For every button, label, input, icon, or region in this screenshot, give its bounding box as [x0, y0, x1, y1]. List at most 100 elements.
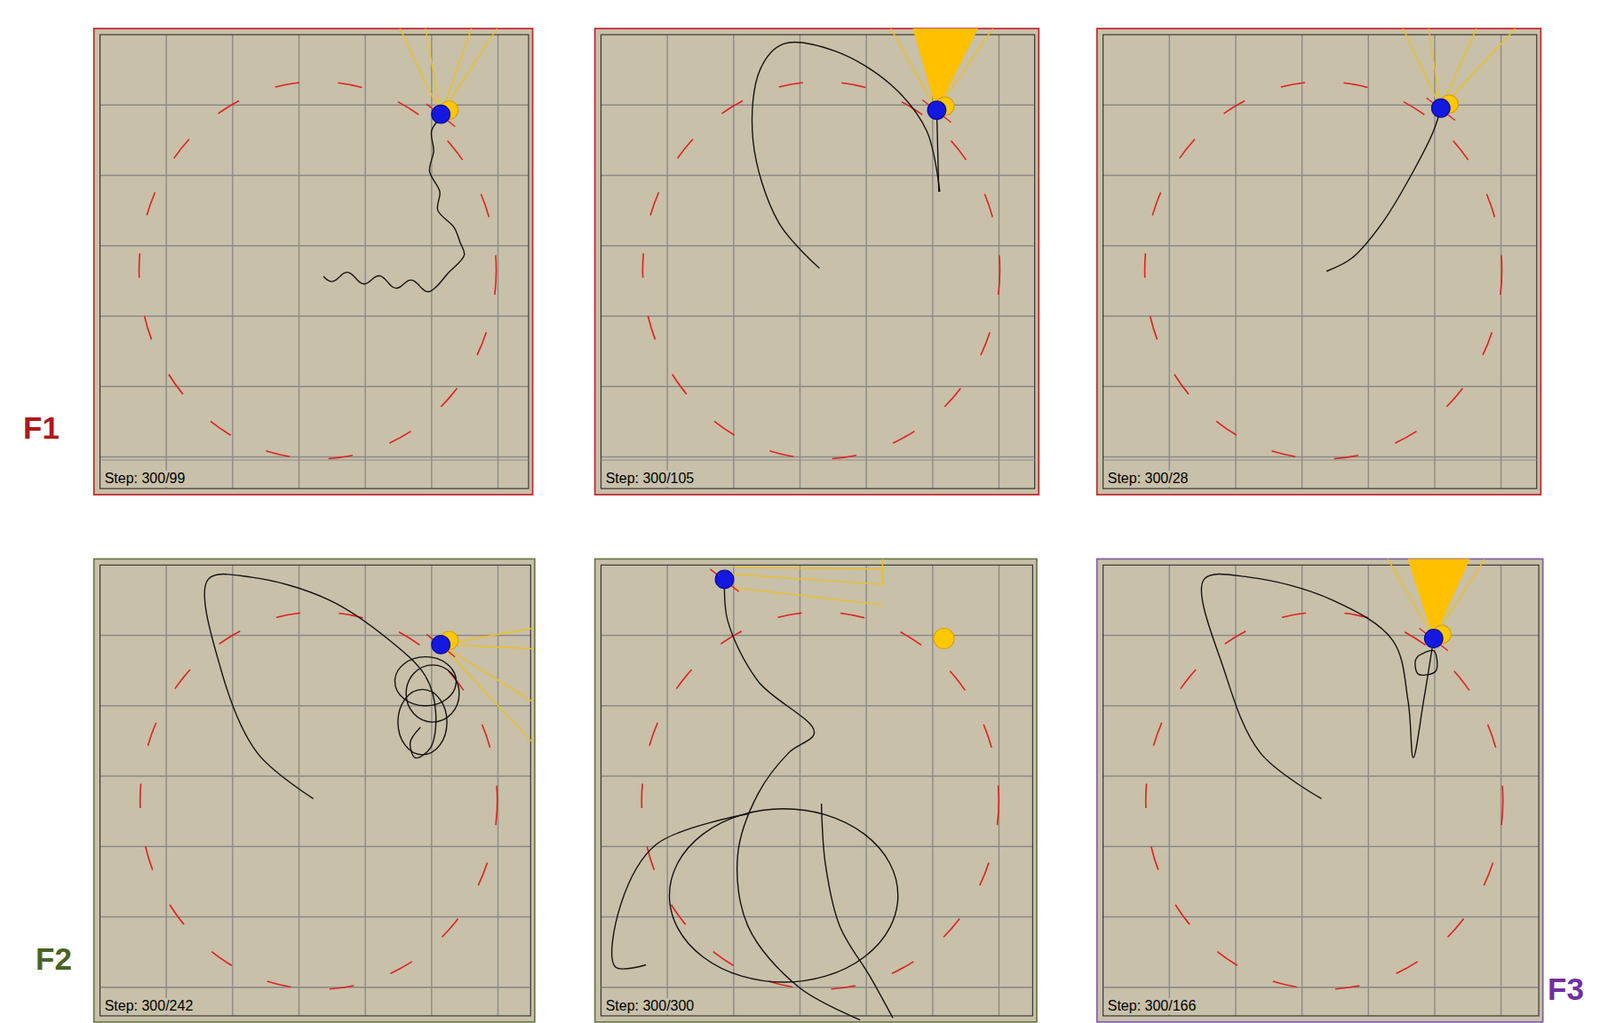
grid-line — [298, 34, 300, 489]
target-circle — [641, 612, 999, 990]
grid-line — [298, 565, 300, 1017]
robot-trajectory — [1415, 650, 1438, 676]
grid-line — [1301, 34, 1303, 489]
target-circle — [139, 81, 497, 460]
sensor-ray — [732, 567, 884, 570]
sensor-ray — [440, 644, 533, 743]
status-separator — [100, 987, 532, 988]
grid-line — [799, 565, 801, 1017]
step-counter: Step: 300/300 — [604, 998, 697, 1015]
arena-border — [601, 34, 1035, 489]
robot-heading — [426, 634, 455, 657]
sensor-ray — [732, 588, 884, 606]
grid-line — [1169, 565, 1171, 1017]
grid-line — [100, 386, 529, 388]
grid-line — [497, 34, 499, 489]
arena-border — [1103, 34, 1537, 489]
sensor-ray — [732, 558, 884, 585]
grid-line — [100, 175, 529, 176]
grid-line — [601, 987, 1034, 988]
robot — [715, 570, 734, 590]
robot-trajectory — [1201, 573, 1433, 799]
robot-trajectory — [936, 110, 939, 192]
robot-trajectory — [821, 803, 893, 1019]
arena-border — [100, 34, 529, 489]
sim-panel — [595, 28, 1067, 495]
sensor-ray — [399, 28, 441, 114]
grid-line — [100, 705, 532, 707]
grid-line — [430, 565, 432, 1017]
grid-line — [100, 456, 529, 458]
arena-border — [100, 565, 532, 1017]
grid-line — [1301, 565, 1303, 1017]
grid-line — [1169, 34, 1171, 489]
step-counter: Step: 300/99 — [103, 470, 188, 487]
panel-ground — [94, 558, 535, 1022]
figure-label: F1 — [23, 410, 60, 446]
target-circle — [642, 81, 1000, 460]
sensor-ray — [1402, 28, 1441, 109]
robot-heading — [922, 100, 951, 123]
grid-line — [1103, 456, 1537, 458]
status-separator — [1103, 459, 1537, 461]
robot-trajectory — [204, 574, 437, 800]
grid-line — [601, 386, 1035, 388]
grid-line — [931, 565, 933, 1017]
grid-line — [166, 34, 168, 489]
robot-trajectory — [612, 814, 749, 971]
grid-line — [100, 315, 529, 317]
robot — [1424, 629, 1443, 649]
status-separator — [601, 459, 1035, 461]
sim-panel — [1097, 558, 1569, 1022]
grid-line — [1103, 635, 1539, 637]
grid-line — [365, 34, 367, 489]
grid-line — [601, 916, 1034, 918]
figure-label: F2 — [35, 941, 72, 978]
robot-heading — [426, 103, 455, 127]
grid-line — [601, 846, 1034, 848]
grid-line — [1368, 34, 1370, 489]
grid-line — [1103, 386, 1537, 388]
grid-line — [1103, 315, 1537, 317]
robot-trajectory — [395, 657, 457, 707]
grid-line — [666, 565, 668, 1017]
robot-heading — [709, 569, 739, 592]
grid-line — [100, 916, 532, 918]
grid-line — [430, 34, 432, 489]
grid-line — [1103, 846, 1539, 848]
grid-line — [1234, 565, 1236, 1017]
grid-line — [100, 635, 532, 637]
grid-line — [100, 846, 532, 848]
robot — [1431, 98, 1450, 118]
step-counter: Step: 300/28 — [1106, 470, 1191, 487]
target-circle — [1145, 81, 1503, 460]
grid-line — [865, 565, 867, 1017]
grid-line — [601, 175, 1035, 176]
grid-line — [100, 987, 532, 988]
robot-heading — [1419, 628, 1449, 652]
arena-border — [601, 565, 1034, 1017]
robot-trajectory — [668, 809, 898, 983]
grid-line — [100, 775, 532, 777]
grid-line — [166, 565, 168, 1017]
grid-line — [601, 775, 1034, 777]
simulation-panel: Step: 300/242 — [94, 558, 535, 1022]
status-separator — [100, 459, 529, 461]
simulation-panel: Step: 300/300 — [595, 558, 1037, 1022]
grid-line — [1103, 175, 1537, 176]
arena-border — [1103, 565, 1539, 1017]
grid-line — [1103, 916, 1539, 918]
sensor-ray — [1387, 558, 1434, 639]
robot — [431, 636, 451, 655]
grid-line — [666, 34, 668, 489]
sim-panel — [94, 28, 566, 495]
panel-ground — [1097, 28, 1542, 495]
panel-ground — [1097, 558, 1544, 1022]
robot — [431, 104, 451, 124]
figure-label: F3 — [1547, 971, 1585, 1008]
grid-line — [601, 705, 1034, 707]
grid-line — [1500, 565, 1502, 1017]
status-separator — [601, 987, 1034, 988]
grid-line — [231, 565, 233, 1017]
